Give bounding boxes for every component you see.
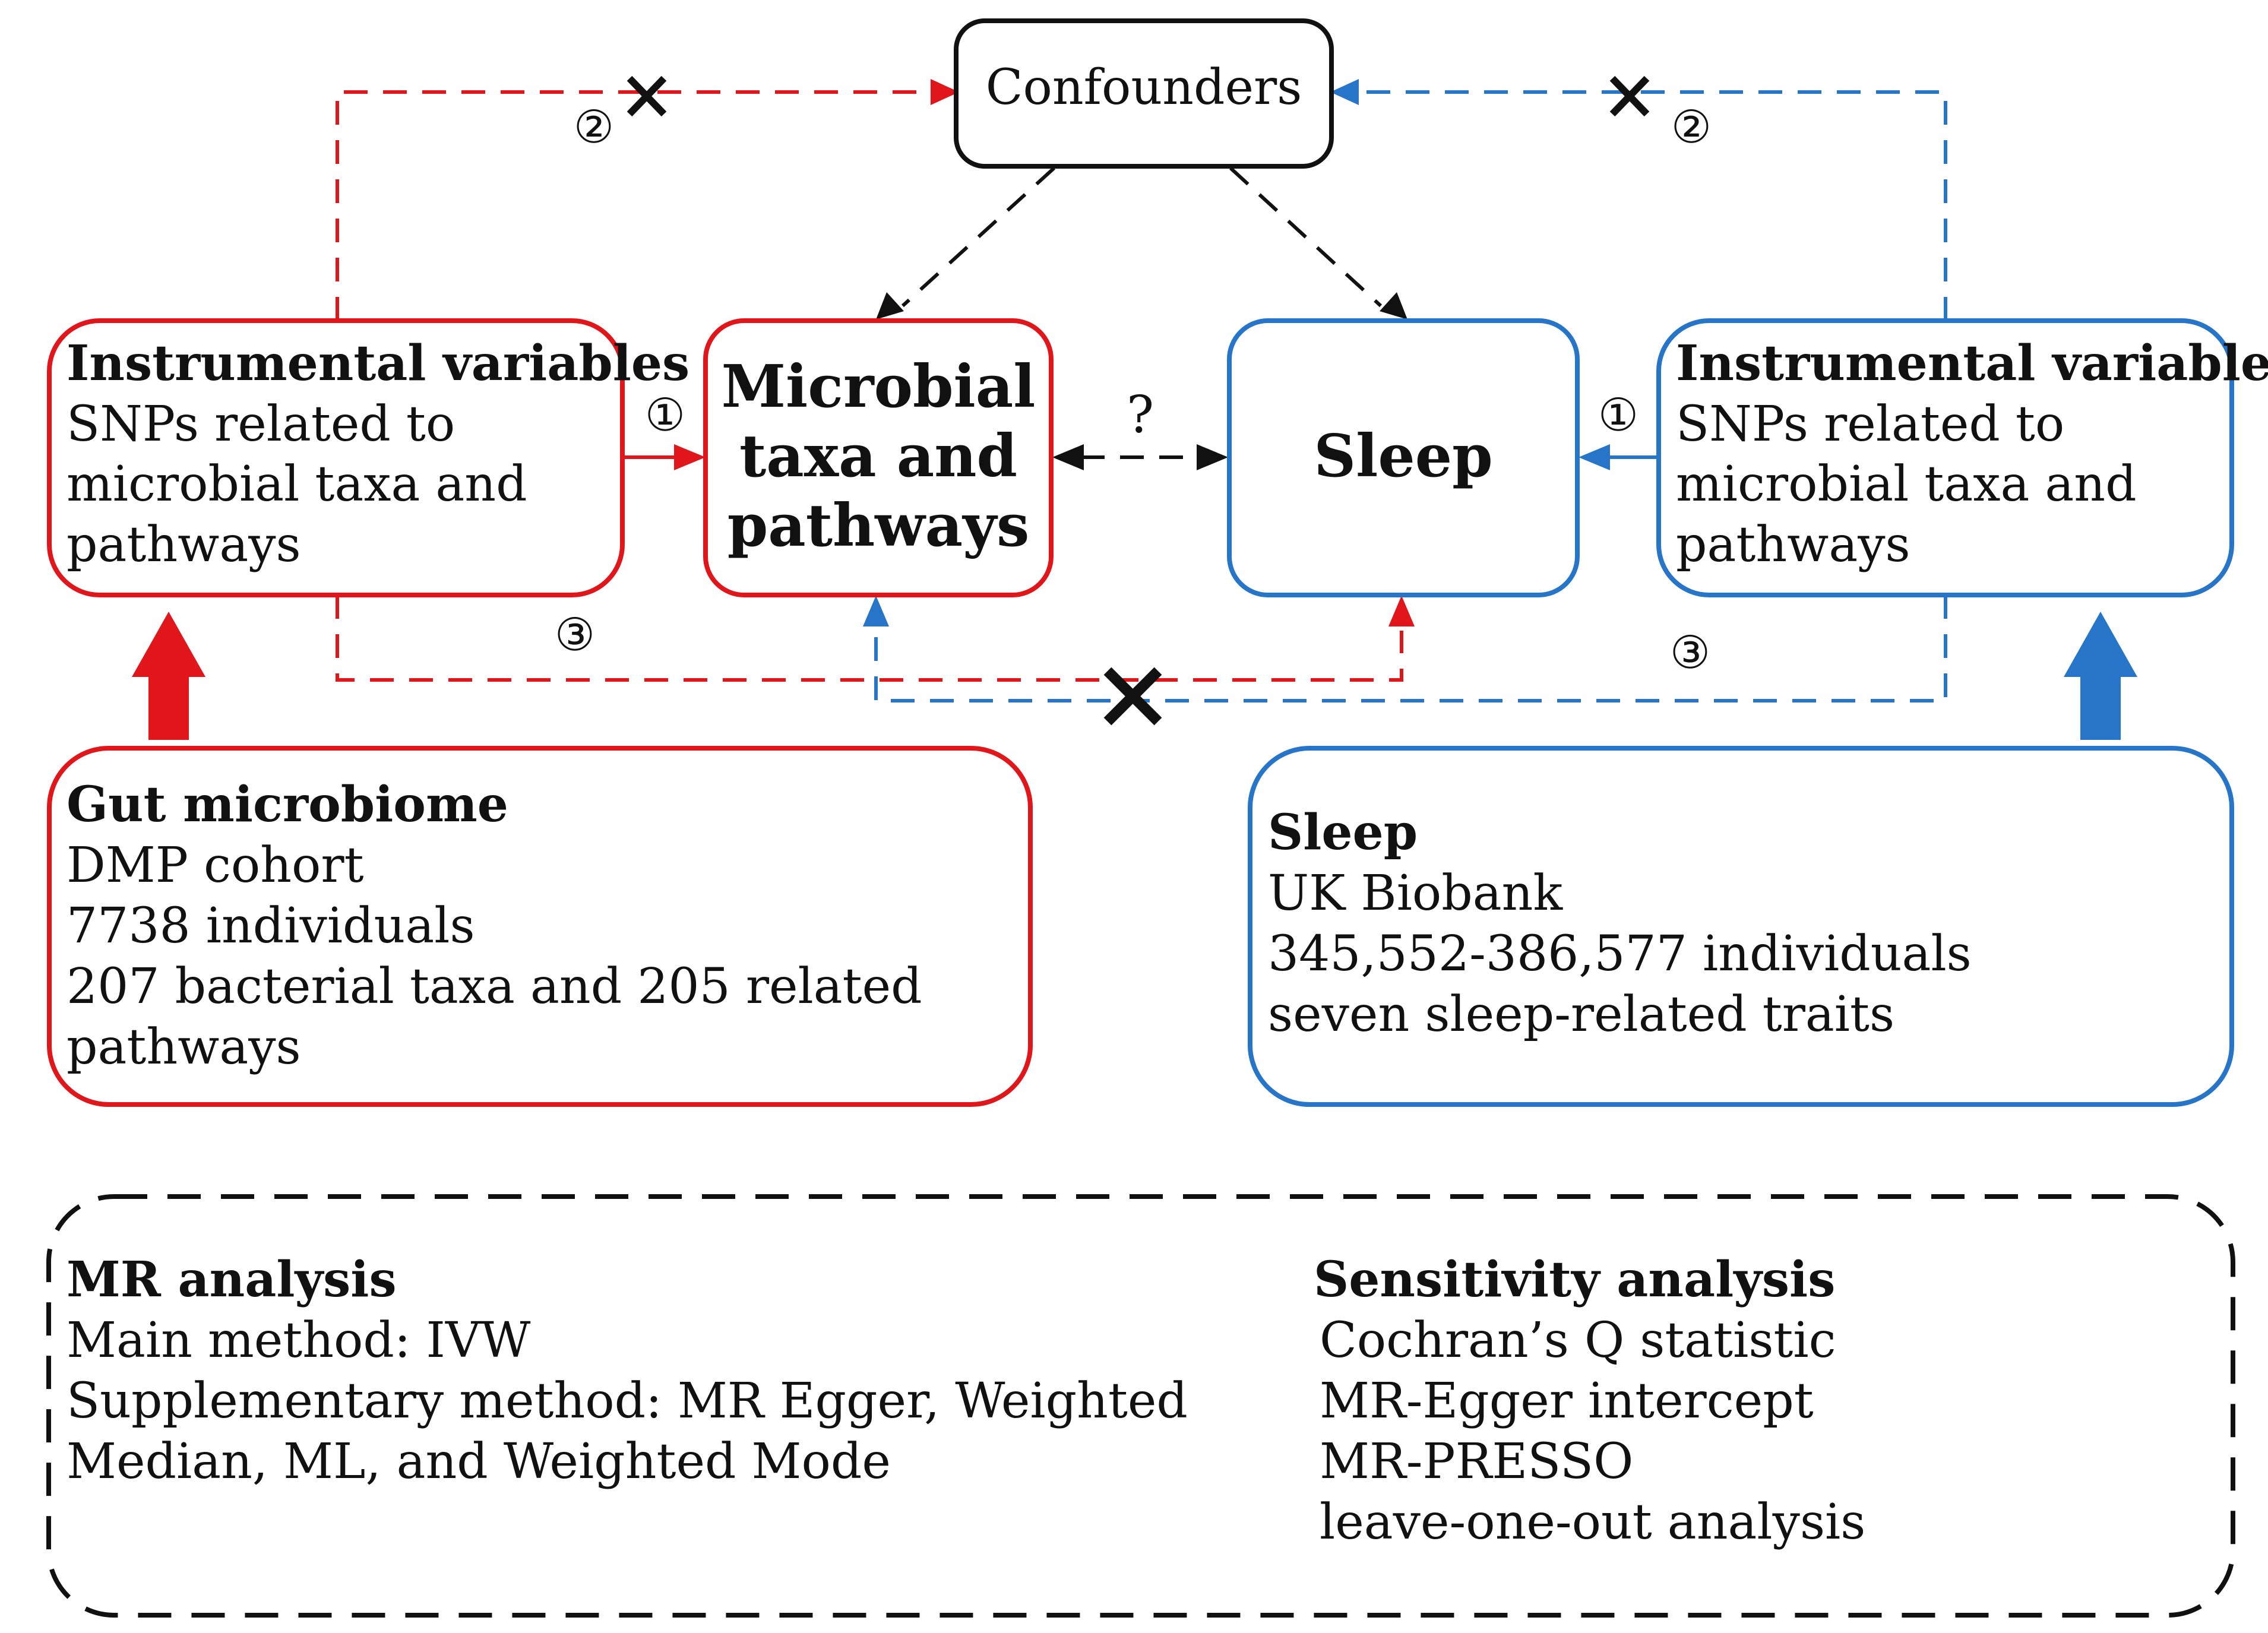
cross-mark-top-left xyxy=(627,75,667,117)
left-iv-to-confounders-dashed-line xyxy=(336,90,923,321)
mr-analysis-line: Supplementary method: MR Egger, Weighted xyxy=(67,1373,1188,1429)
gut-to-iv-block-arrow-shaft xyxy=(148,676,189,740)
sleep-center-label: Sleep xyxy=(1314,422,1492,490)
cross-mark-top-right xyxy=(1609,75,1650,117)
assumption-three-left-label: ③ xyxy=(555,608,595,661)
left-iv-line: pathways xyxy=(67,517,301,573)
confounders-to-microbial-dashed-line xyxy=(901,166,1056,308)
sleep-to-iv-block-arrow-shaft xyxy=(2080,676,2121,740)
microbial-line: taxa and xyxy=(739,422,1017,490)
sensitivity-analysis-line: MR-Egger intercept xyxy=(1320,1373,1814,1429)
left-iv-to-confounders-arrowhead xyxy=(931,79,959,105)
mr-analysis-line: Main method: IVW xyxy=(67,1312,531,1369)
sleep-data-line: UK Biobank xyxy=(1268,865,1563,922)
right-iv-line: pathways xyxy=(1676,517,1910,573)
assumption-numbers: ① ① ② ② ③ ③ xyxy=(555,100,1712,679)
left-iv-title: Instrumental variables xyxy=(67,335,689,392)
right-iv-to-microbial-dashed-line xyxy=(874,595,1947,702)
mr-analysis-text: MR analysis Main method: IVW Supplementa… xyxy=(67,1251,1188,1490)
right-iv-to-microbial-arrowhead xyxy=(863,596,889,626)
confounders-to-microbial-arrowhead xyxy=(876,292,904,319)
gut-microbiome-box xyxy=(47,746,1033,1107)
microbial-line: pathways xyxy=(727,492,1030,560)
confounders-to-sleep-dashed-line xyxy=(1229,166,1383,308)
mr-analysis-title: MR analysis xyxy=(67,1251,397,1308)
left-iv-to-sleep-arrowhead xyxy=(1388,596,1415,626)
left-iv-line: SNPs related to xyxy=(67,396,455,452)
left-iv-box xyxy=(47,318,625,597)
sensitivity-analysis-text: Sensitivity analysis Cochran’s Q statist… xyxy=(1314,1251,1865,1550)
sleep-data-box xyxy=(1248,746,2234,1107)
microbial-sleep-left-arrowhead xyxy=(1052,444,1084,470)
right-iv-to-confounders-dashed-line xyxy=(1360,90,1947,321)
sleep-data-line: 345,552-386,577 individuals xyxy=(1268,926,1972,982)
sleep-data-text: Sleep UK Biobank 345,552-386,577 individ… xyxy=(1268,804,1972,1043)
assumption-two-right-label: ② xyxy=(1671,100,1712,153)
mr-analysis-line: Median, ML, and Weighted Mode xyxy=(67,1433,891,1490)
right-iv-title: Instrumental variables xyxy=(1676,335,2268,392)
gut-microbiome-line: 207 bacterial taxa and 205 related xyxy=(67,958,922,1015)
left-iv-to-sleep-dashed-line xyxy=(336,595,1403,682)
left-iv-to-microbial-arrowhead xyxy=(674,444,706,470)
sleep-data-line: seven sleep-related traits xyxy=(1268,986,1894,1043)
assumption-three-right-label: ③ xyxy=(1670,626,1710,679)
right-iv-line: microbial taxa and xyxy=(1676,456,2137,512)
right-iv-to-confounders-arrowhead xyxy=(1330,79,1359,105)
confounders-box xyxy=(954,18,1334,169)
microbial-text: Microbial taxa and pathways xyxy=(722,353,1036,560)
assumption-two-left-label: ② xyxy=(574,100,614,153)
microbial-box xyxy=(703,318,1054,597)
gut-to-iv-block-arrow-head xyxy=(132,612,205,677)
sensitivity-analysis-title: Sensitivity analysis xyxy=(1314,1251,1835,1308)
confounders-label: Confounders xyxy=(986,59,1302,116)
sleep-center-box xyxy=(1227,318,1580,597)
gut-microbiome-line: 7738 individuals xyxy=(67,898,475,954)
cross-mark-bottom xyxy=(1103,667,1162,726)
sensitivity-analysis-line: leave-one-out analysis xyxy=(1320,1494,1865,1550)
gut-microbiome-line: pathways xyxy=(67,1019,301,1075)
left-iv-text: Instrumental variables SNPs related to m… xyxy=(67,335,689,573)
right-iv-to-sleep-arrowhead xyxy=(1579,444,1610,470)
sleep-to-iv-block-arrow-head xyxy=(2064,612,2137,677)
gut-microbiome-text: Gut microbiome DMP cohort 7738 individua… xyxy=(67,776,922,1075)
sensitivity-analysis-line: Cochran’s Q statistic xyxy=(1320,1312,1836,1369)
left-iv-line: microbial taxa and xyxy=(67,456,527,512)
question-mark: ? xyxy=(1127,385,1154,445)
gut-microbiome-line: DMP cohort xyxy=(67,837,364,894)
sleep-data-title: Sleep xyxy=(1268,804,1418,861)
sensitivity-analysis-line: MR-PRESSO xyxy=(1320,1433,1633,1490)
assumption-one-left-label: ① xyxy=(645,388,685,441)
microbial-sleep-right-arrowhead xyxy=(1197,444,1228,470)
assumption-one-right-label: ① xyxy=(1598,388,1638,441)
right-iv-box xyxy=(1656,318,2234,597)
analysis-dashed-box xyxy=(46,1194,2235,1618)
confounders-to-sleep-arrowhead xyxy=(1380,292,1407,319)
right-iv-text: Instrumental variables SNPs related to m… xyxy=(1676,335,2268,573)
gut-microbiome-title: Gut microbiome xyxy=(67,776,508,833)
microbial-line: Microbial xyxy=(722,353,1036,421)
right-iv-line: SNPs related to xyxy=(1676,396,2064,452)
